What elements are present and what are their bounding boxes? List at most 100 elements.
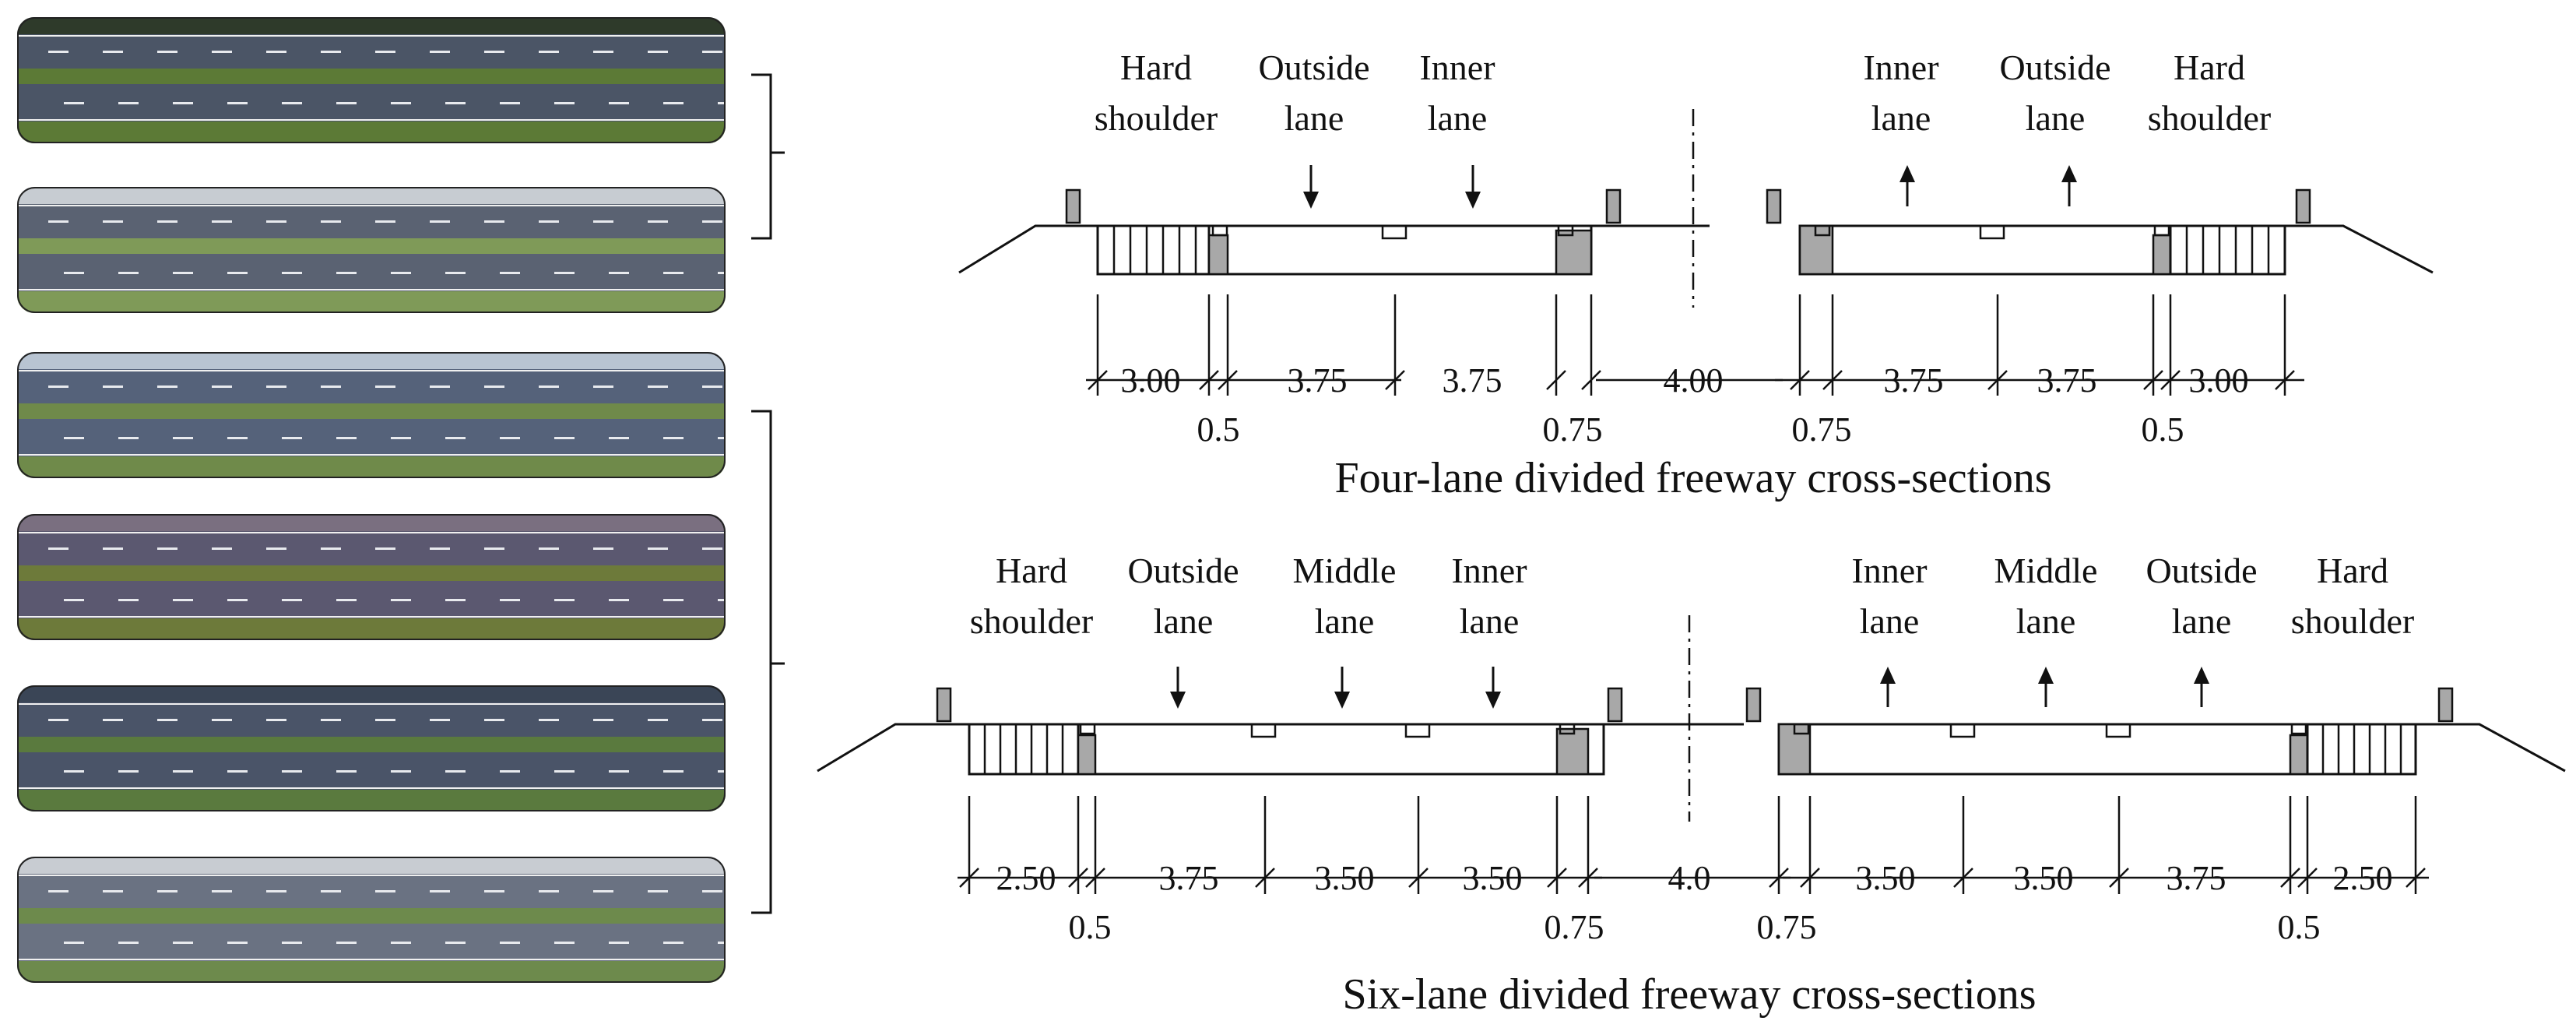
barrier-post (1607, 687, 1623, 723)
dim-hard-shoulder: 2.50 (2333, 859, 2393, 897)
group-brace-four-lane (751, 73, 785, 240)
curb-strip (1555, 727, 1590, 776)
six-lane-label-left-inner-lane: Inner lane (1451, 551, 1527, 641)
arrow-up-icon (2038, 667, 2054, 707)
four-lane-label-left-hard-shoulder: Hard shoulder (1095, 48, 1218, 138)
dim-inner-lane: 3.50 (1463, 859, 1523, 897)
label-line: Outside (1127, 551, 1239, 590)
label-line: Outside (1999, 48, 2110, 87)
six-lane-label-right-hard-shoulder: Hard shoulder (2291, 551, 2414, 641)
label-line: lane (2026, 98, 2086, 138)
label-line: lane (1428, 98, 1488, 138)
dim-curb: 0.5 (2278, 908, 2321, 946)
barrier-post (2437, 687, 2454, 723)
aerial-photo (17, 17, 726, 143)
dim-curb: 0.5 (1069, 908, 1112, 946)
four-lane-label-right-outside-lane: Outside lane (1999, 48, 2110, 138)
dim-curb: 0.75 (1543, 410, 1603, 449)
arrow-up-icon (2061, 165, 2077, 206)
six-lane-label-left-hard-shoulder: Hard shoulder (970, 551, 1093, 641)
label-line: Inner (1851, 551, 1927, 590)
label-line: shoulder (2148, 98, 2271, 138)
shoulder-hatching (2321, 724, 2402, 774)
label-line: Middle (1994, 551, 2098, 590)
arrow-down-icon (1465, 165, 1481, 209)
dim-curb: 0.5 (1197, 410, 1240, 449)
aerial-photo (17, 514, 726, 640)
barrier-post (1745, 687, 1762, 723)
barrier-post (936, 687, 952, 723)
label-line: Hard (996, 551, 1067, 590)
dim-inner-lane: 3.50 (1856, 859, 1916, 897)
label-line: shoulder (1095, 98, 1218, 138)
dim-outside-lane: 3.75 (1159, 859, 1219, 897)
dim-curb: 0.75 (1757, 908, 1817, 946)
four-lane-label-right-hard-shoulder: Hard shoulder (2148, 48, 2271, 138)
arrow-up-icon (1880, 667, 1896, 707)
dim-median: 4.00 (1664, 361, 1724, 400)
label-line: lane (2172, 601, 2232, 641)
dim-curb: 0.75 (1545, 908, 1604, 946)
label-line: shoulder (970, 601, 1093, 641)
label-line: Middle (1293, 551, 1397, 590)
dim-median: 4.0 (1668, 859, 1711, 897)
arrow-up-icon (1899, 165, 1915, 206)
arrow-up-icon (2194, 667, 2209, 707)
six-lane-label-left-outside-lane: Outside lane (1127, 551, 1239, 641)
arrow-down-icon (1170, 667, 1186, 709)
arrow-down-icon (1303, 165, 1319, 209)
curb-strip (1555, 229, 1593, 276)
dimension-slash (1546, 370, 1566, 390)
aerial-photo-column (17, 17, 726, 983)
four-lane-road-profile (958, 109, 2434, 308)
shoulder-hatching (1112, 226, 1197, 274)
label-line: lane (1871, 98, 1931, 138)
curb-strip (1077, 734, 1097, 776)
dim-inner-lane: 3.75 (1443, 361, 1502, 400)
dim-middle-lane: 3.50 (1315, 859, 1375, 897)
label-line: lane (1284, 98, 1344, 138)
shoulder-hatching (983, 724, 1064, 774)
label-line: Outside (2145, 551, 2257, 590)
label-line: Hard (1120, 48, 1192, 87)
aerial-photo (17, 857, 726, 983)
dim-hard-shoulder: 3.00 (1121, 361, 1181, 400)
dim-hard-shoulder: 3.00 (2189, 361, 2249, 400)
label-line: shoulder (2291, 601, 2414, 641)
barrier-post (1605, 188, 1622, 224)
barrier-post (2295, 188, 2311, 224)
dim-outside-lane: 3.75 (1288, 361, 1348, 400)
group-brace-six-lane (751, 410, 785, 914)
aerial-photo (17, 187, 726, 313)
six-lane-label-left-middle-lane: Middle lane (1293, 551, 1397, 641)
label-line: Outside (1258, 48, 1369, 87)
arrow-down-icon (1334, 667, 1350, 709)
six-lane-label-right-inner-lane: Inner lane (1851, 551, 1927, 641)
label-line: Inner (1863, 48, 1938, 87)
curb-strip (2289, 734, 2309, 776)
barrier-post (1766, 188, 1782, 224)
arrow-down-icon (1485, 667, 1501, 709)
label-line: Hard (2174, 48, 2245, 87)
shoulder-hatching (2185, 226, 2270, 274)
dim-outside-lane: 3.75 (2037, 361, 2097, 400)
label-line: lane (2016, 601, 2076, 641)
four-lane-label-left-inner-lane: Inner lane (1419, 48, 1495, 138)
four-lane-label-right-inner-lane: Inner lane (1863, 48, 1938, 138)
dimension-slash (1581, 370, 1601, 390)
label-line: Inner (1451, 551, 1527, 590)
dim-outside-lane: 3.75 (2167, 859, 2226, 897)
dim-middle-lane: 3.50 (2014, 859, 2074, 897)
four-lane-cross-section: Hard shoulder Outside lane Inner lane In… (958, 48, 2434, 502)
label-line: lane (1154, 601, 1214, 641)
four-lane-label-left-outside-lane: Outside lane (1258, 48, 1369, 138)
label-line: lane (1460, 601, 1520, 641)
label-line: lane (1860, 601, 1920, 641)
dim-curb: 0.75 (1792, 410, 1852, 449)
curb-strip (1207, 234, 1229, 276)
barrier-post (1065, 188, 1081, 224)
label-line: Hard (2317, 551, 2388, 590)
aerial-photo (17, 352, 726, 478)
six-lane-label-right-outside-lane: Outside lane (2145, 551, 2257, 641)
